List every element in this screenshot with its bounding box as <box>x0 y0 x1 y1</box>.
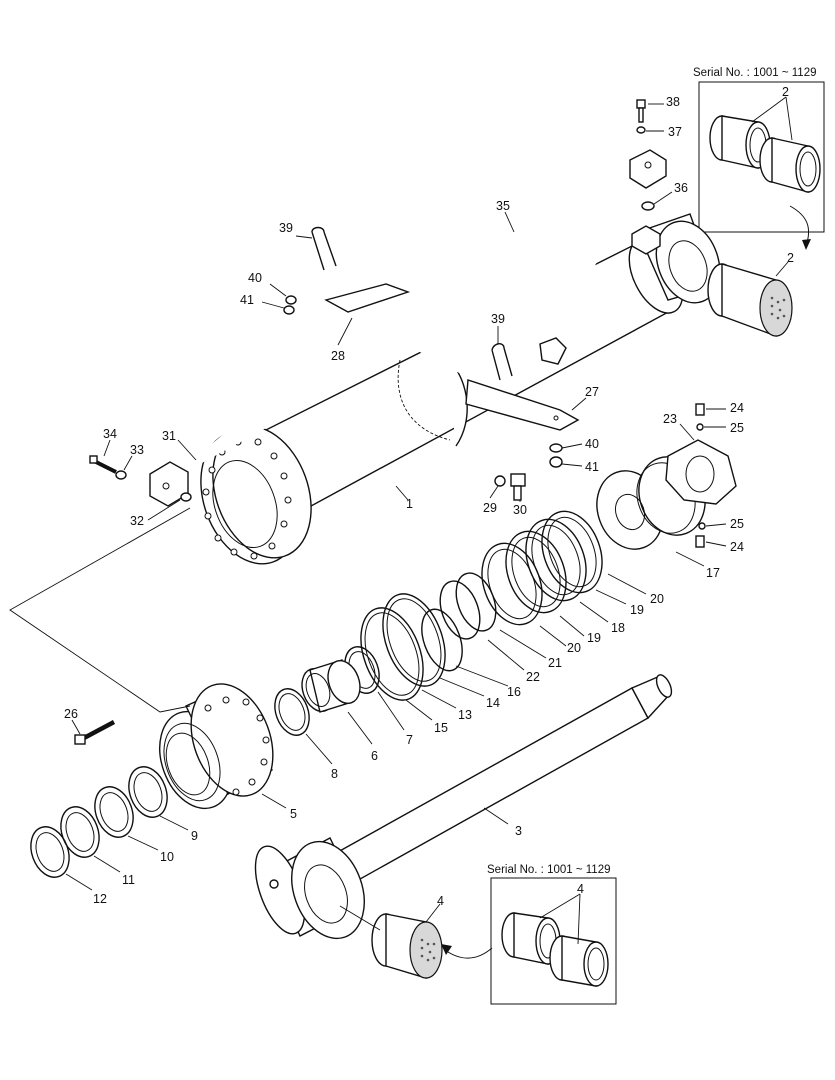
serial-box-bottom: Serial No. : 1001 ~ 1129 4 <box>487 864 617 1005</box>
callout-18: 18 <box>611 621 625 635</box>
callout-39b: 39 <box>491 312 505 326</box>
callout-40a: 40 <box>248 271 262 285</box>
callout-25a: 25 <box>730 421 744 435</box>
callout-23: 23 <box>663 412 677 426</box>
clamp-28 <box>324 283 411 313</box>
callout-19a: 19 <box>630 603 644 617</box>
oring-36 <box>641 201 655 211</box>
bolt-34 <box>89 455 117 474</box>
bolt-26 <box>74 720 116 745</box>
callout-20a: 20 <box>650 592 664 606</box>
seal-ring-stack <box>421 510 603 672</box>
callout-17: 17 <box>706 566 720 580</box>
ring-9 <box>128 766 168 818</box>
washer-40b <box>549 443 563 453</box>
serial-box-top: Serial No. : 1001 ~ 1129 2 <box>693 67 825 233</box>
ball-25a <box>696 423 704 431</box>
washer-29 <box>494 475 506 487</box>
callout-38: 38 <box>666 95 680 109</box>
bolt-38 <box>636 99 646 123</box>
callout-31: 31 <box>162 429 176 443</box>
clamp-27 <box>465 379 580 431</box>
setscrew-24a <box>695 403 705 416</box>
bushing-pair-top <box>709 115 821 193</box>
washer-40a <box>285 295 297 305</box>
callout-41b: 41 <box>585 460 599 474</box>
callout-40b: 40 <box>585 437 599 451</box>
callout-24b: 24 <box>730 540 744 554</box>
bushing-4 <box>371 913 443 979</box>
callout-8: 8 <box>331 767 338 781</box>
callout-13: 13 <box>458 708 472 722</box>
port-top <box>631 225 661 255</box>
bushing-pair-bottom <box>501 912 609 987</box>
callout-34: 34 <box>103 427 117 441</box>
callout-27: 27 <box>585 385 599 399</box>
callout-30: 30 <box>513 503 527 517</box>
assembly-connector-line <box>9 507 191 713</box>
callout-2a: 2 <box>782 85 789 99</box>
ball-25b <box>698 522 706 530</box>
callout-33: 33 <box>130 443 144 457</box>
callout-21: 21 <box>548 656 562 670</box>
setscrew-24b <box>695 535 705 548</box>
u-bolt-39-right <box>491 343 513 381</box>
bushing-6 <box>301 659 361 713</box>
oring-32 <box>180 492 192 502</box>
bolt-30 <box>510 473 526 501</box>
callout-20b: 20 <box>567 641 581 655</box>
washer-37 <box>636 126 646 134</box>
callout-15: 15 <box>434 721 448 735</box>
callout-36: 36 <box>674 181 688 195</box>
arrow-bottom-box <box>444 947 493 959</box>
callout-6: 6 <box>371 749 378 763</box>
callout-10: 10 <box>160 850 174 864</box>
callout-41a: 41 <box>240 293 254 307</box>
callout-19b: 19 <box>587 631 601 645</box>
callout-14: 14 <box>486 696 500 710</box>
callout-9: 9 <box>191 829 198 843</box>
callout-26: 26 <box>64 707 78 721</box>
serial-label-bottom: Serial No. : 1001 ~ 1129 <box>487 864 611 876</box>
bushing-2 <box>707 263 793 338</box>
callout-37: 37 <box>668 125 682 139</box>
callout-29: 29 <box>483 501 497 515</box>
callout-28: 28 <box>331 349 345 363</box>
gland-5 <box>159 683 274 810</box>
u-bolt-39-left <box>311 226 337 271</box>
callout-12: 12 <box>93 892 107 906</box>
callout-24a: 24 <box>730 401 744 415</box>
ring-11 <box>60 806 100 858</box>
nut-41a <box>283 305 295 315</box>
callout-7: 7 <box>406 733 413 747</box>
callout-25b: 25 <box>730 517 744 531</box>
port-mid <box>539 337 567 365</box>
piston-rod-3 <box>254 674 673 940</box>
callout-11: 11 <box>122 873 135 887</box>
callout-16: 16 <box>507 685 521 699</box>
washer-33 <box>115 470 127 480</box>
callout-1: 1 <box>406 497 413 511</box>
serial-label-top: Serial No. : 1001 ~ 1129 <box>693 67 817 79</box>
rings-13-15 <box>360 593 446 701</box>
callout-39a: 39 <box>279 221 293 235</box>
callout-35: 35 <box>496 199 510 213</box>
ring-10 <box>94 786 134 838</box>
callout-3: 3 <box>515 824 522 838</box>
nut-41b <box>549 456 563 468</box>
piston-nut-23 <box>665 439 737 505</box>
callout-5: 5 <box>290 807 297 821</box>
callout-22: 22 <box>526 670 540 684</box>
callout-32: 32 <box>130 514 144 528</box>
callout-4a: 4 <box>577 882 584 896</box>
flange-block-top <box>629 149 667 189</box>
callout-2b: 2 <box>787 251 794 265</box>
ring-8 <box>274 688 310 736</box>
callout-4b: 4 <box>437 894 444 908</box>
ring-12 <box>30 826 70 878</box>
